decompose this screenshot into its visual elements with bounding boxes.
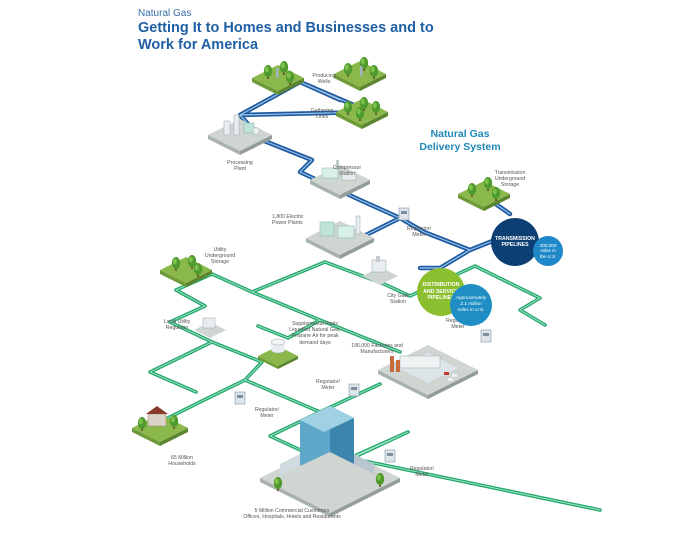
label-regulator-meter-1: Regulator/ Meter <box>407 226 431 239</box>
label-supplemental-fuels: Supplemental Fuels Liquefied Natural Gas… <box>289 321 341 346</box>
label-regulator-meter-4: Regulator/ Meter <box>255 407 279 420</box>
regulator-meter-5 <box>384 449 396 463</box>
label-regulator-meter-5: Regulator/ Meter <box>410 466 434 479</box>
power-plants <box>306 215 374 259</box>
label-processing-plant: Processing Plant <box>227 160 253 173</box>
transmission-storage <box>458 177 510 211</box>
city-gate-station <box>362 256 398 285</box>
transmission-pipelines-circle: TRANSMISSION PIPELINES <box>491 218 539 266</box>
label-compressor-station: Compressor Station <box>332 165 362 178</box>
page-title: Getting It to Homes and Businesses and t… <box>138 20 434 53</box>
regulator-meter-4 <box>234 391 246 405</box>
regulator-meter-3 <box>348 383 360 397</box>
households <box>132 406 188 446</box>
gathering-lines-site <box>336 97 388 129</box>
label-utility-storage: Utility Underground Storage <box>204 247 236 266</box>
label-producing-wells: Producing Wells <box>312 73 336 86</box>
header-kicker: Natural Gas <box>138 8 192 19</box>
regulator-meter-1 <box>398 207 410 221</box>
label-households: 65 Million Households <box>168 455 196 468</box>
label-transmission-storage: Transmission Underground Storage <box>494 170 526 189</box>
label-local-regulator: Local Utility Regulator <box>163 319 191 332</box>
diagram-heading: Natural Gas Delivery System <box>419 128 501 153</box>
label-regulator-meter-3: Regulator/ Meter <box>316 379 340 392</box>
label-factories: 196,000 Factories and Manufacturers <box>351 343 403 356</box>
label-power-plants: 1,800 Electric Power Plants <box>272 214 304 227</box>
label-gathering-lines: Gathering Lines <box>310 108 334 121</box>
distribution-pipe-highlight <box>149 261 601 511</box>
label-commercial: 5 Million Commercial Customers Offices, … <box>243 508 341 521</box>
processing-plant <box>208 114 272 155</box>
local-utility-regulator <box>194 317 226 338</box>
regulator-meter-2 <box>480 329 492 343</box>
producing-well-left <box>252 61 304 95</box>
supplemental-fuels-site <box>258 338 298 369</box>
distribution-pipelines <box>148 260 602 512</box>
commercial-customers <box>260 406 400 517</box>
compressor-station <box>310 160 370 199</box>
producing-well-right <box>334 57 386 91</box>
utility-storage <box>160 255 212 287</box>
factories <box>378 345 478 399</box>
distribution-note-bubble: Approximately 2.1 million miles in U.S. <box>450 284 492 326</box>
transmission-note-bubble: 300,000 miles in the U.S. <box>533 236 563 266</box>
label-city-gate: City Gate Station <box>387 293 409 306</box>
